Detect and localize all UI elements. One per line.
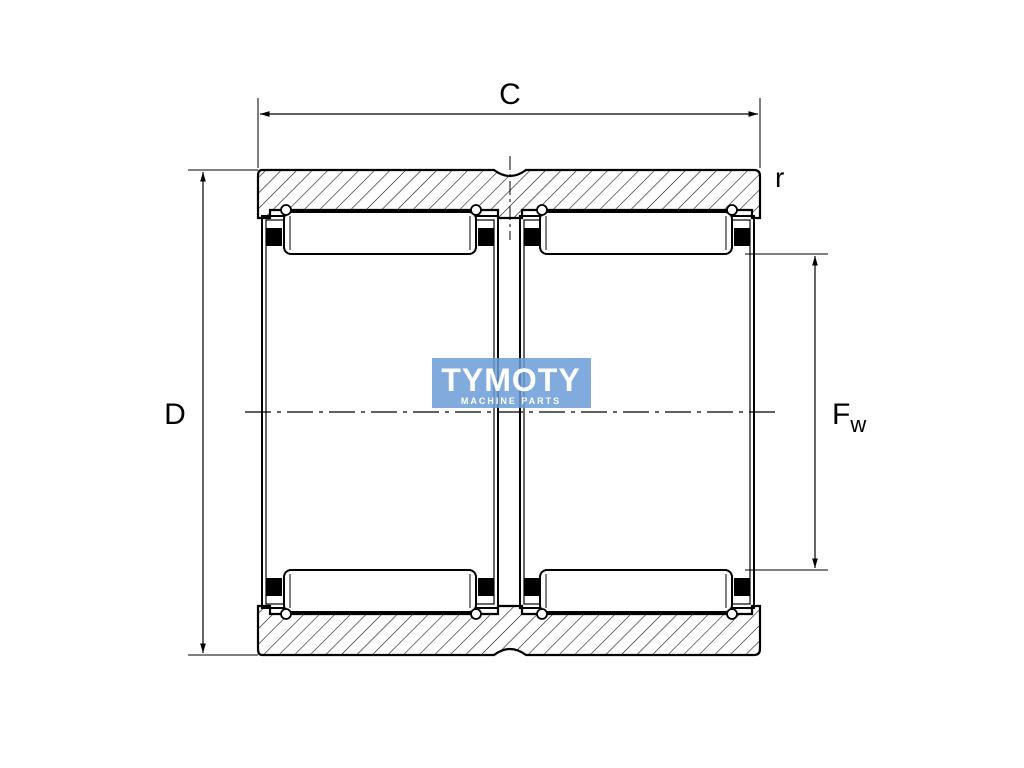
watermark-name: TYMOTY bbox=[441, 362, 580, 398]
watermark-tagline: MACHINE PARTS bbox=[461, 396, 561, 406]
cage-blocks bbox=[266, 228, 750, 596]
dimension-fw-label: Fw bbox=[832, 398, 866, 437]
roller-bottom-left bbox=[283, 569, 477, 613]
roller-bottom-right bbox=[539, 569, 733, 613]
dimension-c-label: C bbox=[499, 78, 521, 111]
roller-top-left bbox=[283, 211, 477, 255]
outer-ring-bottom bbox=[256, 604, 762, 657]
outer-ring-top bbox=[256, 168, 762, 220]
dimension-d: D bbox=[164, 169, 258, 656]
needle-rollers bbox=[283, 211, 733, 613]
retaining-rings bbox=[280, 204, 738, 620]
radius-label: r bbox=[775, 162, 784, 193]
watermark-logo: TYMOTY MACHINE PARTS bbox=[432, 358, 591, 408]
dimension-c: C bbox=[257, 78, 761, 168]
roller-top-right bbox=[539, 211, 733, 255]
dimension-fw: Fw bbox=[745, 253, 866, 571]
dimension-d-label: D bbox=[164, 398, 186, 431]
